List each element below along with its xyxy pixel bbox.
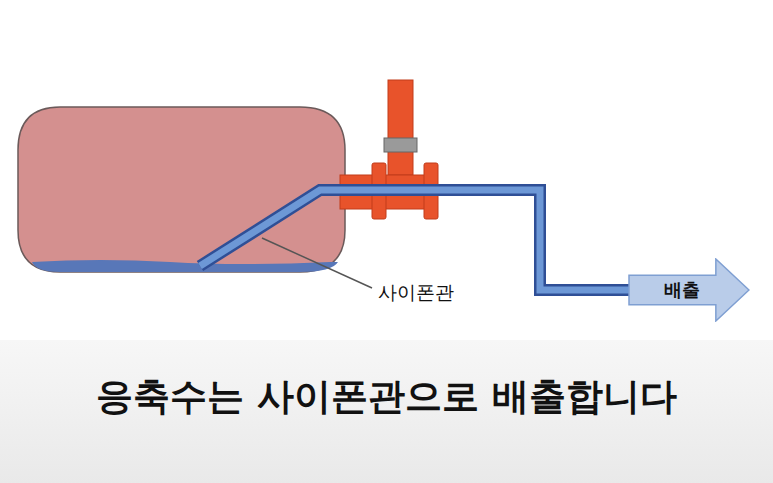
condensate-water [32, 260, 338, 272]
ground [0, 0, 773, 340]
leader-line [262, 238, 372, 288]
discharge-arrow: 배출 [628, 258, 750, 322]
arrow-label: 배출 [664, 278, 700, 302]
tank [18, 107, 345, 272]
siphon-pipe [200, 190, 632, 290]
arrow-outline [629, 259, 749, 321]
nozzle-pipe [388, 80, 413, 175]
caption-band [0, 340, 773, 483]
pipe-band [384, 138, 417, 152]
part-label: 사이폰관 [378, 280, 454, 306]
siphon-pipe-outline [200, 190, 632, 290]
caption: 응축수는 사이폰관으로 배출합니다 [0, 372, 773, 422]
